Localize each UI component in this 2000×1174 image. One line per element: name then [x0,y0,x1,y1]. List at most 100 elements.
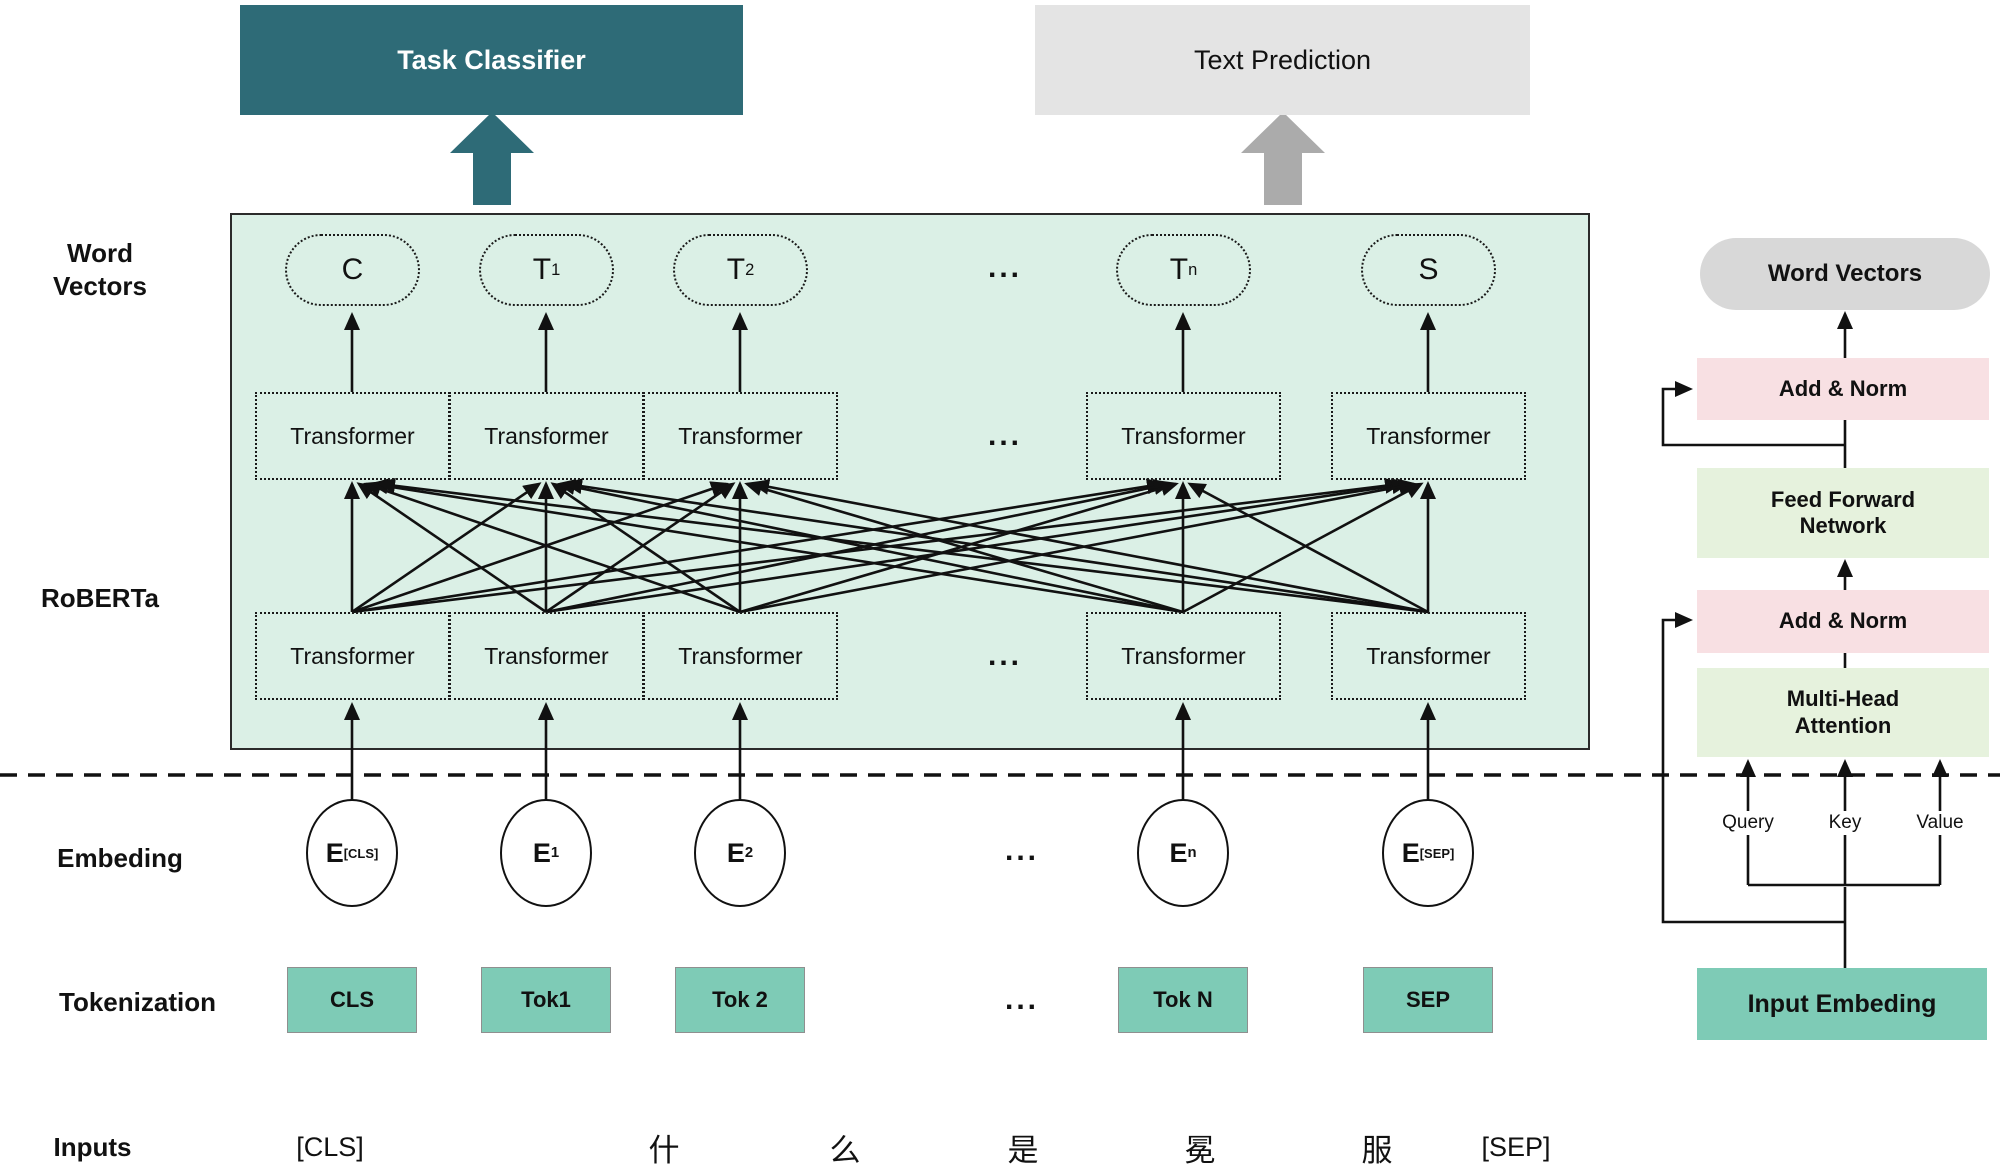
residual-loop-bottom [1661,612,1845,924]
token-box-sep: SEP [1363,967,1493,1033]
connection-arrow [351,478,1165,614]
input-token-1: 什 [648,1132,680,1168]
task-classifier-arrow-icon [450,112,534,205]
circle-label: E [1401,837,1420,868]
text-prediction-box: Text Prediction [1035,5,1530,115]
pill-sub: 1 [551,260,561,279]
token-box-tok2: Tok 2 [675,967,805,1033]
word-vectors-side-label: Word Vectors [20,237,180,302]
transformer-box: Transformer [449,612,644,700]
circle-sub: 1 [550,845,560,861]
token-box-tok1: Tok1 [481,967,611,1033]
task-classifier-label: Task Classifier [397,44,586,75]
input-token-5: 服 [1361,1132,1393,1168]
residual-loop-top [1661,381,1845,447]
embedding-circle-sep: E[SEP] [1382,799,1474,907]
connection-arrow [739,478,1417,614]
text-prediction-label: Text Prediction [1193,44,1372,75]
task-classifier-box: Task Classifier [240,5,743,115]
transformer-box: Transformer [449,392,644,480]
connection-arrow [545,479,1172,614]
tokenization-side-label: Tokenization [59,987,216,1017]
text-prediction-arrow-icon [1241,112,1325,205]
embedding-side-label: Embeding [57,843,183,873]
circle-sub: [CLS] [343,845,379,861]
circle-label: E [325,837,344,868]
circle-sub: 2 [744,845,754,861]
pill-label: S [1418,253,1439,286]
transformer-box: Transformer [1086,392,1281,480]
connection-arrow [356,482,547,614]
input-token-2: 么 [829,1132,861,1168]
ellipsis-token-row: ... [1004,983,1040,1016]
input-token-cls: [CLS] [296,1131,364,1162]
pill-label: T [1169,253,1189,286]
transformer-box: Transformer [1331,612,1526,700]
word-vector-pill-c: C [285,234,420,306]
embedding-circle-cls: E[CLS] [306,799,398,907]
query-label: Query [1717,811,1779,835]
token-box-cls: CLS [287,967,417,1033]
input-token-sep: [SEP] [1481,1131,1551,1162]
token-box-tokn: Tok N [1118,967,1248,1033]
word-vectors-line1: Word [67,238,133,268]
circle-label: E [726,837,745,868]
feed-forward-label: Feed Forward Network [1770,486,1916,538]
add-norm-bottom-box: Add & Norm [1697,590,1989,653]
transformer-box: Transformer [255,612,450,700]
connection-arrow [377,477,1429,614]
ellipsis-word-row: ... [987,251,1023,284]
connection-arrow [751,478,1429,614]
circle-sub: [SEP] [1419,845,1455,861]
attention-lines [344,312,1436,800]
input-token-4: 冕 [1184,1132,1216,1168]
pill-label: T [726,253,746,286]
multi-head-attention-label: Multi-Head Attention [1786,686,1900,738]
value-label: Value [1911,811,1969,835]
connection-arrow [1187,482,1429,614]
input-token-3: 是 [1007,1132,1039,1168]
word-vector-pill-s: S [1361,234,1496,306]
ellipsis-transformer-bottom: ... [987,639,1023,672]
transformer-box: Transformer [1086,612,1281,700]
connection-arrow [557,479,1184,614]
feed-forward-box: Feed Forward Network [1697,468,1989,558]
key-label: Key [1823,811,1867,835]
pill-sub: 2 [745,260,755,279]
pill-label: C [341,253,364,286]
input-embedding-box: Input Embeding [1697,968,1987,1040]
transformer-box: Transformer [255,392,450,480]
connection-arrow [739,480,1179,614]
roberta-panel [230,213,1590,750]
connection-arrow [545,478,1410,614]
right-word-vectors-pill: Word Vectors [1700,238,1990,310]
circle-label: E [532,837,551,868]
transformer-box: Transformer [643,392,838,480]
ellipsis-transformer-top: ... [987,419,1023,452]
connection-arrow [550,482,741,614]
roberta-side-label: RoBERTa [41,583,159,613]
connection-arrow [363,481,741,614]
transformer-box: Transformer [643,612,838,700]
multi-head-attention-box: Multi-Head Attention [1697,668,1989,757]
connection-arrow [1182,482,1424,614]
connection-arrow [744,480,1184,614]
transformer-box: Transformer [1331,392,1526,480]
word-vectors-line2: Vectors [53,270,147,301]
pill-label: T [532,253,552,286]
ellipsis-embedding-row: ... [1004,834,1040,867]
connection-arrow [370,478,1184,614]
circle-label: E [1169,837,1188,868]
inputs-side-label: Inputs [53,1132,132,1162]
pill-sub: n [1188,260,1198,279]
add-norm-top-box: Add & Norm [1697,358,1989,420]
connection-arrow [564,478,1429,614]
